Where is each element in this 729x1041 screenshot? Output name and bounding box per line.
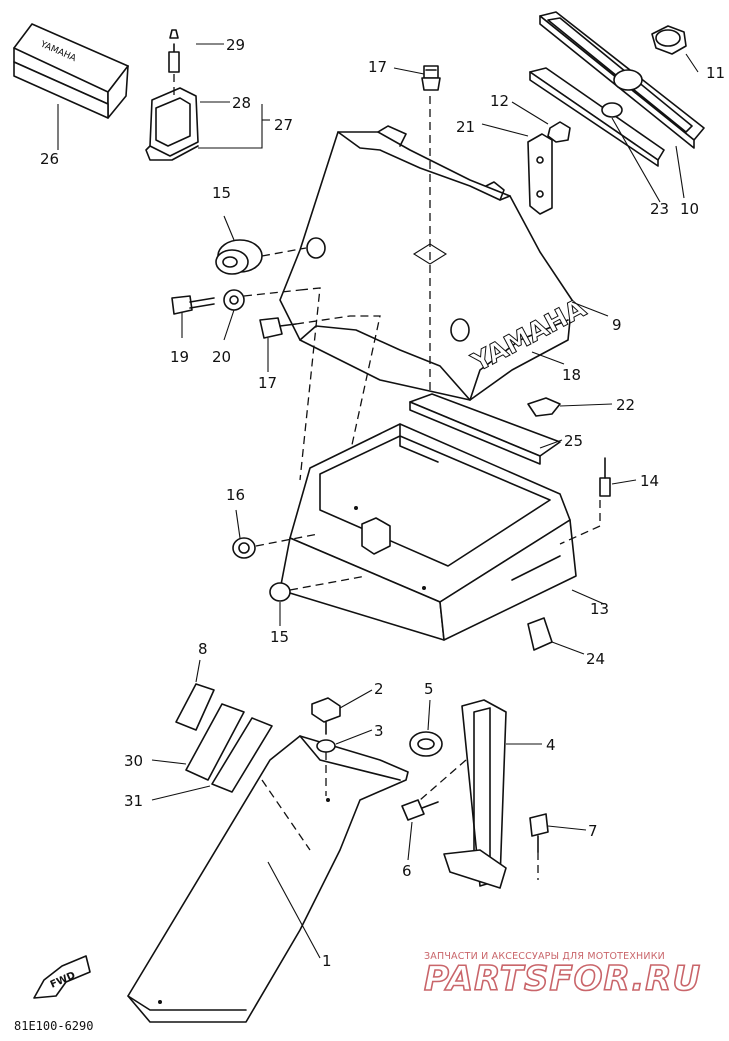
callout-23: 22	[616, 396, 635, 414]
part-10-24-plates	[529, 11, 705, 167]
callout-1: 1	[322, 952, 332, 970]
callout-17-side: 17	[258, 374, 277, 392]
callout-26: 25	[564, 432, 583, 450]
forward-direction-arrow: FWD	[33, 955, 91, 999]
part-18-grommet	[232, 533, 319, 559]
callout-numbers: 26 29 28 27 17 21 12 11 23 10 15 9 19 20…	[40, 36, 725, 970]
part-1-fender	[127, 735, 409, 1023]
part-17-side-bolt	[259, 317, 297, 339]
part-3-washer	[316, 739, 336, 796]
part-26-pad	[409, 393, 561, 465]
part-14-rivet	[599, 457, 611, 497]
leader-line-a	[299, 287, 321, 481]
part-13-storage-tray	[279, 423, 601, 641]
part-28-29-30-bracket	[145, 29, 199, 161]
watermark-site: PARTSFOR.RU	[424, 959, 701, 999]
callout-6: 6	[402, 862, 412, 880]
part-12-nut	[547, 121, 571, 143]
callout-22: 21	[456, 118, 475, 136]
part-27-tool-case: YAMAHA	[13, 23, 129, 119]
part-21-washer	[223, 289, 301, 311]
callout-28: 27	[274, 116, 293, 134]
watermark-tagline: ЗАПЧАСТИ И АКСЕССУАРЫ ДЛЯ МОТОТЕХНИКИ	[424, 951, 665, 962]
callout-32: 31	[124, 792, 143, 810]
callout-9: 9	[612, 316, 622, 334]
callout-25: 24	[586, 650, 605, 668]
part-8-pad	[175, 683, 215, 731]
callout-2: 2	[374, 680, 384, 698]
callout-13: 13	[590, 600, 609, 618]
part-23-pad	[527, 397, 561, 417]
part-5-grommet	[409, 731, 443, 757]
callout-20: 19	[170, 348, 189, 366]
callout-19: 18	[562, 366, 581, 384]
part-4-bracket	[419, 699, 507, 889]
part-22-stay	[527, 133, 553, 215]
watermark: ЗАПЧАСТИ И АКСЕССУАРЫ ДЛЯ МОТОТЕХНИКИ PA…	[423, 951, 701, 1000]
part-17-top-bolt	[421, 65, 441, 91]
callout-7: 7	[588, 822, 598, 840]
part-20-bolt	[171, 295, 215, 315]
callout-leaders	[57, 43, 699, 959]
callout-21: 20	[212, 348, 231, 366]
part-25-clip	[527, 617, 553, 651]
callout-29: 28	[232, 94, 251, 112]
part-15-damper	[215, 237, 326, 275]
callout-18: 16	[226, 486, 245, 504]
callout-16: 15	[270, 628, 289, 646]
callout-4: 4	[546, 736, 556, 754]
callout-30: 29	[226, 36, 245, 54]
callout-5: 5	[424, 680, 434, 698]
callout-15: 15	[212, 184, 231, 202]
part-2-bolt	[311, 697, 341, 735]
callout-31: 30	[124, 752, 143, 770]
callout-10: 10	[680, 200, 699, 218]
leader-line-b	[295, 315, 381, 501]
part-11-grommet	[651, 25, 687, 55]
diagram-code: 81E100-6290	[14, 1019, 93, 1033]
callout-11: 11	[706, 64, 725, 82]
callout-12: 12	[490, 92, 509, 110]
callout-14: 14	[640, 472, 659, 490]
callout-24: 23	[650, 200, 669, 218]
callout-17-top: 17	[368, 58, 387, 76]
callout-8: 8	[198, 640, 208, 658]
part-16-damper	[269, 575, 367, 602]
part-6-bolt	[401, 799, 439, 821]
part-31-pad	[185, 703, 245, 781]
part-32-pad	[211, 717, 273, 793]
callout-27: 26	[40, 150, 59, 168]
callout-3: 3	[374, 722, 384, 740]
part-7-bolt	[529, 813, 549, 880]
